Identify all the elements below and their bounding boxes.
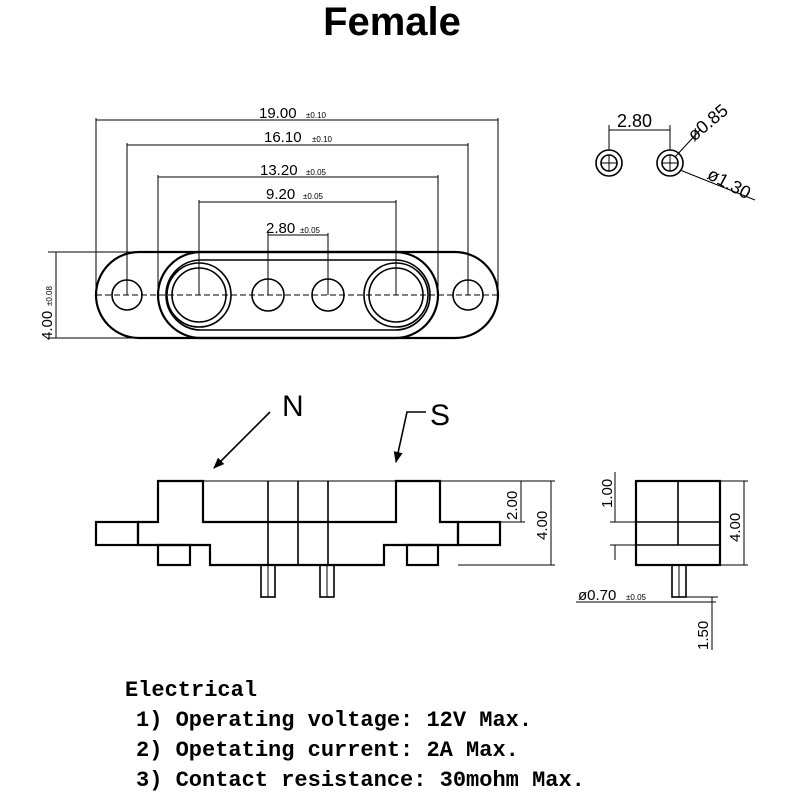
detail-inner-dia: ø0.85 — [684, 100, 732, 145]
flange-left — [94, 520, 140, 547]
side-pin-dia-value: ø0.70 — [578, 587, 616, 604]
front-view: N S 2.00 4.00 — [94, 390, 555, 598]
detail-view: 2.80 ø0.85 ø1.30 — [595, 100, 756, 203]
dim-height-tol: ±0.08 — [45, 285, 54, 306]
side-dim-top: 1.00 — [599, 479, 616, 508]
dim-overall-tol: ±0.10 — [306, 111, 327, 120]
dim-hole-pitch-value: 16.10 — [264, 129, 302, 146]
dim-overall-value: 19.00 — [259, 105, 297, 122]
notes-item-2: 2) Opetating current: 2A Max. — [136, 738, 519, 763]
foot-right — [405, 543, 440, 567]
dim-small-pitch-value: 2.80 — [266, 220, 295, 237]
side-dim-total: 4.00 — [727, 513, 744, 542]
side-pin-dia-tol: ±0.05 — [626, 593, 647, 602]
notes-item-1: 1) Operating voltage: 12V Max. — [136, 708, 532, 733]
detail-outer-dia: ø1.30 — [704, 164, 754, 203]
front-dim-upper: 2.00 — [504, 491, 521, 520]
electrical-notes: Electrical 1) Operating voltage: 12V Max… — [125, 678, 585, 793]
top-view: 19.00 ±0.10 16.10 ±0.10 13.20 ±0.05 9.20… — [39, 105, 500, 340]
dim-body-value: 13.20 — [260, 162, 298, 179]
label-s: S — [430, 399, 450, 432]
page-title: Female — [323, 0, 461, 44]
front-dim-total: 4.00 — [534, 511, 551, 540]
foot-left — [156, 543, 192, 567]
dim-large-pitch-tol: ±0.05 — [303, 192, 324, 201]
label-n: N — [282, 390, 304, 423]
notes-heading: Electrical — [125, 678, 257, 703]
flange-right — [456, 520, 502, 547]
dim-small-pitch-tol: ±0.05 — [300, 226, 321, 235]
side-view: 1.00 4.00 ø0.70 ±0.05 1.50 — [576, 472, 748, 650]
notes-item-3: 3) Contact resistance: 30mohm Max. — [136, 768, 585, 793]
dim-height-value: 4.00 — [39, 311, 56, 340]
detail-pitch: 2.80 — [617, 111, 652, 131]
dim-body-tol: ±0.05 — [306, 168, 327, 177]
dim-large-pitch-value: 9.20 — [266, 186, 295, 203]
side-pin-len: 1.50 — [695, 621, 712, 650]
dim-hole-pitch-tol: ±0.10 — [312, 135, 333, 144]
